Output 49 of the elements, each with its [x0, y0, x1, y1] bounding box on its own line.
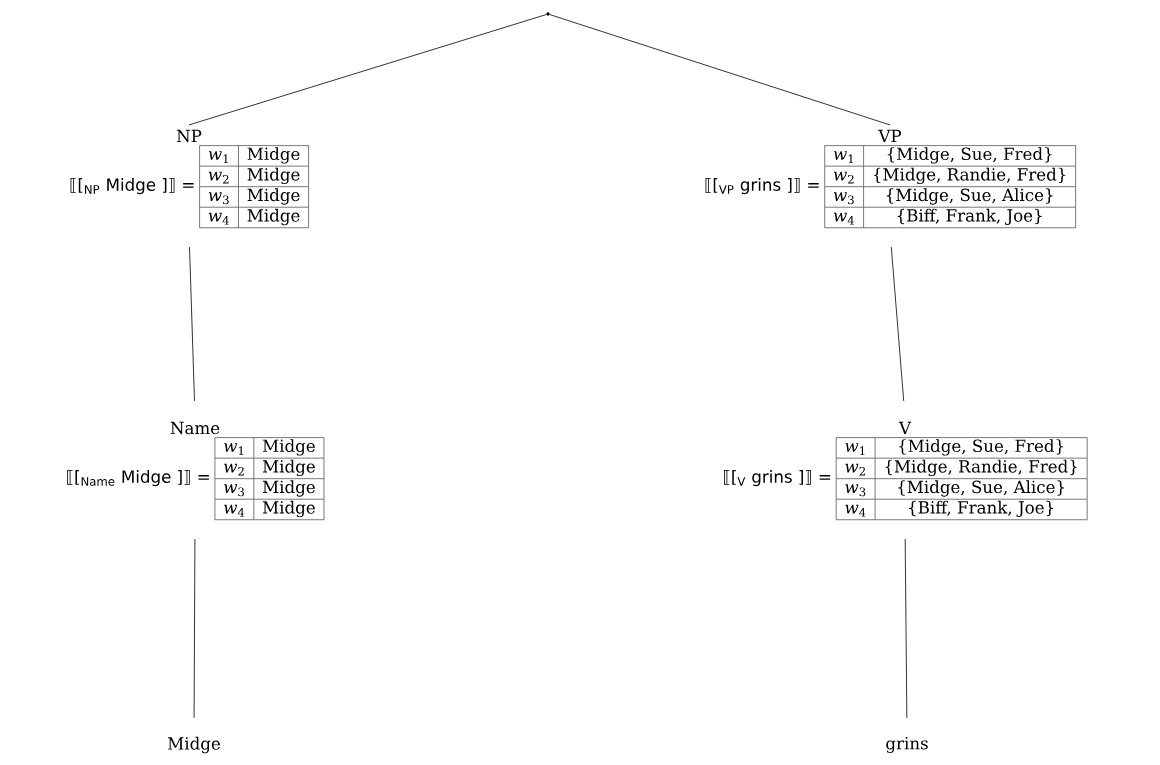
- tree-branch: [890, 246, 905, 402]
- table-cell: w$_{1}$: [208, 151, 228, 163]
- tree-branch: [193, 538, 196, 719]
- table-cell: {Midge, Sue, Fred}: [887, 147, 1052, 164]
- table-cell: w$_{4}$: [208, 212, 229, 225]
- table-cell: w$_{2}$: [224, 463, 244, 476]
- table-cell: {Midge, Sue, Alice}: [886, 188, 1053, 205]
- category-label: V: [898, 421, 912, 434]
- tree-branch: [904, 538, 908, 719]
- tree-branch: [188, 14, 547, 126]
- table-cell: {Midge, Randie, Fred}: [873, 167, 1066, 185]
- denotation-formula: ⟦[$_{NP}$ Midge ]⟧ =: [70, 178, 194, 195]
- table-cell: w$_{4}$: [833, 212, 855, 225]
- word-label: Midge: [168, 736, 220, 754]
- table-cell: {Biff, Frank, Joe}: [897, 208, 1042, 225]
- table-cell: w$_{4}$: [224, 504, 245, 517]
- denotation-formula: ⟦[$_{VP}$ grins ]⟧ =: [705, 178, 819, 195]
- table-cell: {Biff, Frank, Joe}: [909, 500, 1054, 517]
- table-cell: Midge: [262, 480, 315, 497]
- denotation-formula: ⟦[$_{Name}$ Midge ]⟧ =: [67, 470, 209, 487]
- table-cell: w$_{1}$: [845, 443, 865, 455]
- table-cell: Midge: [262, 500, 315, 518]
- table-cell: w$_{3}$: [224, 484, 245, 497]
- table-cell: Midge: [247, 147, 300, 164]
- table-cell: Midge: [247, 188, 300, 205]
- table-cell: w$_{4}$: [845, 504, 866, 517]
- table-cell: {Midge, Sue, Fred}: [899, 439, 1064, 456]
- table-cell: w$_{2}$: [833, 171, 854, 184]
- table-cell: w$_{2}$: [208, 171, 229, 184]
- table-cell: Midge: [247, 167, 300, 185]
- category-label: NP: [176, 129, 202, 143]
- table-cell: w$_{3}$: [208, 192, 229, 205]
- table-cell: Midge: [262, 459, 315, 477]
- tree-branch: [549, 14, 891, 126]
- table-cell: w$_{1}$: [833, 151, 853, 163]
- denotation-formula: ⟦[$_{V}$ grins ]⟧ =: [724, 470, 831, 487]
- table-cell: {Midge, Sue, Alice}: [898, 480, 1064, 497]
- tree-root: [546, 12, 550, 16]
- word-label: grins: [886, 737, 928, 753]
- table-cell: w$_{1}$: [224, 443, 244, 455]
- table-cell: Midge: [262, 439, 315, 456]
- table-cell: Midge: [247, 208, 300, 226]
- category-label: VP: [878, 129, 902, 142]
- table-cell: w$_{3}$: [833, 192, 854, 205]
- table-cell: w$_{3}$: [845, 484, 866, 497]
- table-cell: {Midge, Randie, Fred}: [885, 459, 1077, 477]
- table-cell: w$_{2}$: [845, 463, 865, 476]
- category-label: Name: [170, 421, 220, 435]
- tree-branch: [189, 246, 195, 402]
